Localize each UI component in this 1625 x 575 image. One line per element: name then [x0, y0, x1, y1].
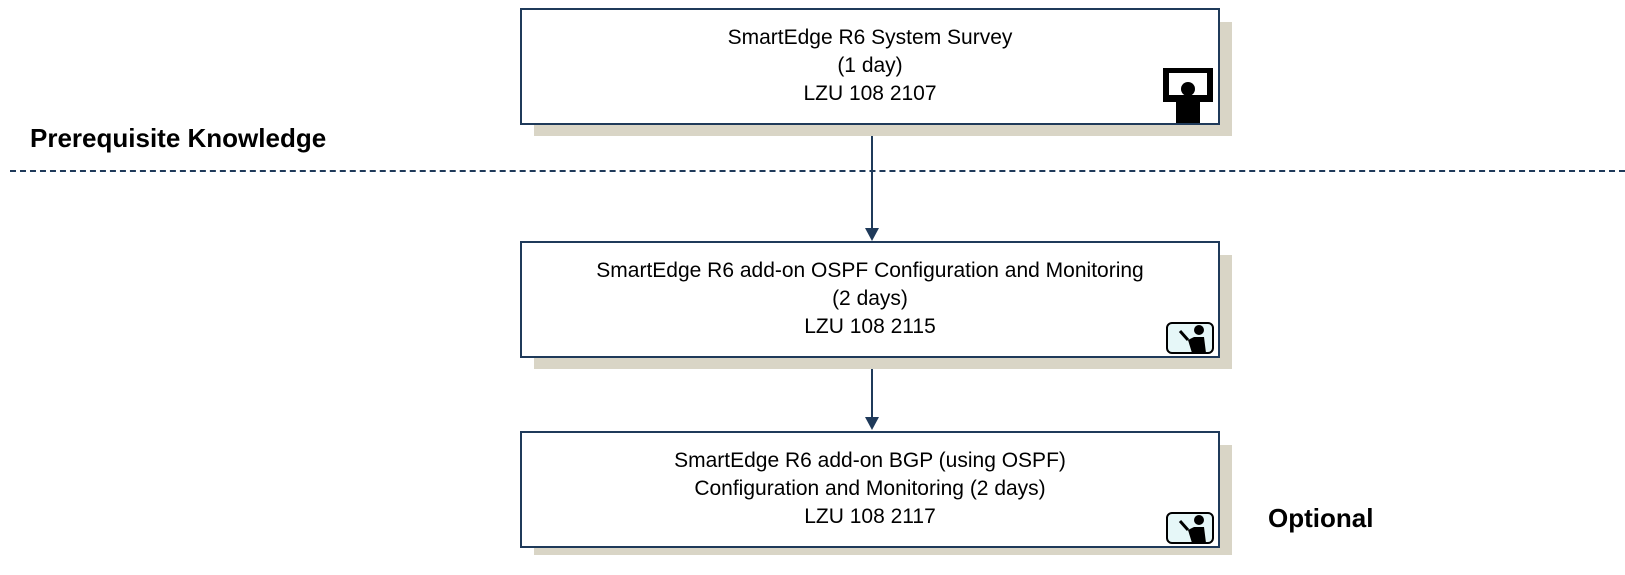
optional-label: Optional [1268, 503, 1374, 533]
classroom-presentation-icon [1163, 68, 1213, 123]
arrow-1-head [865, 228, 879, 241]
arrow-2-head [865, 417, 879, 430]
course-3-duration: Configuration and Monitoring (2 days) [694, 477, 1046, 500]
instructor-led-icon [1166, 322, 1214, 354]
course-2-duration: (2 days) [832, 287, 908, 310]
course-3-code: LZU 108 2117 [804, 505, 936, 528]
course-box-1: SmartEdge R6 System Survey (1 day) LZU 1… [520, 8, 1220, 125]
prerequisite-knowledge-label: Prerequisite Knowledge [30, 123, 327, 153]
course-box-3: SmartEdge R6 add-on BGP (using OSPF) Con… [520, 431, 1220, 548]
course-box-2: SmartEdge R6 add-on OSPF Configuration a… [520, 241, 1220, 358]
instructor-led-icon [1166, 512, 1214, 544]
course-1-duration: (1 day) [837, 54, 903, 77]
prerequisite-divider [10, 170, 1625, 172]
course-1-code: LZU 108 2107 [803, 82, 937, 105]
course-2-code: LZU 108 2115 [804, 315, 936, 338]
course-3-title: SmartEdge R6 add-on BGP (using OSPF) [674, 449, 1066, 472]
course-1-title: SmartEdge R6 System Survey [727, 26, 1013, 49]
course-2-title: SmartEdge R6 add-on OSPF Configuration a… [596, 259, 1144, 282]
